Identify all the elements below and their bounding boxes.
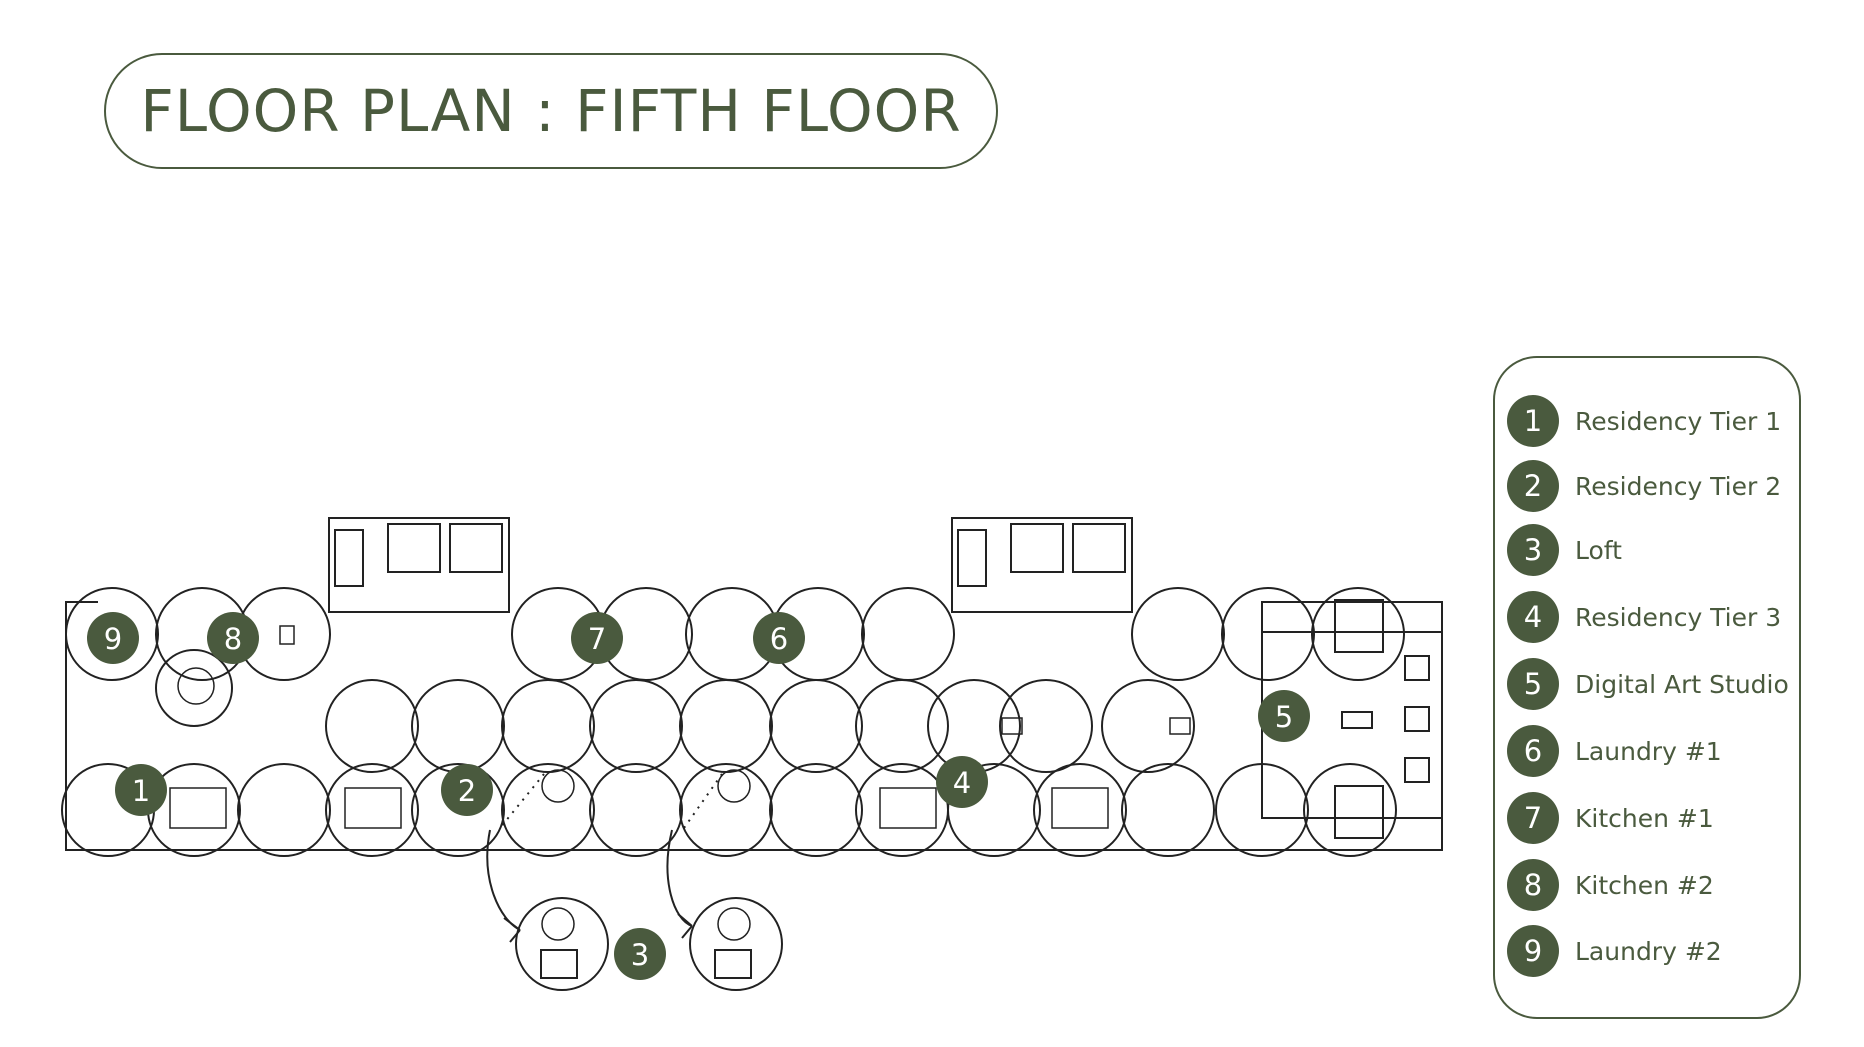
- map-marker-8: 8: [207, 612, 259, 664]
- legend-label: Kitchen #1: [1575, 803, 1714, 833]
- furniture: [169, 625, 1191, 941]
- legend-badge: 5: [1507, 658, 1559, 710]
- map-marker-7-label: 7: [588, 622, 606, 656]
- map-marker-8-label: 8: [224, 622, 242, 656]
- legend-badge: 9: [1507, 925, 1559, 977]
- legend-badge: 3: [1507, 524, 1559, 576]
- legend-label: Residency Tier 1: [1575, 406, 1782, 436]
- legend-label: Digital Art Studio: [1575, 669, 1789, 699]
- legend-badge: 6: [1507, 725, 1559, 777]
- legend-label: Laundry #1: [1575, 736, 1722, 766]
- map-marker-5-label: 5: [1275, 700, 1293, 734]
- loft-connectors: [486, 773, 723, 943]
- plan-walls: [65, 517, 1443, 851]
- legend-item: 4 Residency Tier 3: [1507, 590, 1781, 644]
- legend-item: 9 Laundry #2: [1507, 924, 1722, 978]
- legend-panel: 1 Residency Tier 1 2 Residency Tier 2 3 …: [1493, 356, 1801, 1019]
- legend-badge: 2: [1507, 460, 1559, 512]
- page-title: FLOOR PLAN : FIFTH FLOOR: [140, 77, 962, 145]
- map-marker-3-label: 3: [631, 938, 649, 972]
- legend-item: 2 Residency Tier 2: [1507, 459, 1781, 513]
- legend-item: 3 Loft: [1507, 523, 1622, 577]
- legend-label: Residency Tier 2: [1575, 471, 1782, 501]
- legend-badge: 4: [1507, 591, 1559, 643]
- map-marker-4-label: 4: [953, 766, 971, 800]
- map-marker-6: 6: [753, 612, 805, 664]
- loft-pods: [515, 897, 783, 991]
- legend-label: Laundry #2: [1575, 936, 1722, 966]
- legend-label: Loft: [1575, 535, 1622, 565]
- legend-badge: 8: [1507, 859, 1559, 911]
- map-marker-4: 4: [936, 756, 988, 808]
- map-marker-2-label: 2: [458, 774, 476, 808]
- middle-room-circles: [155, 649, 1195, 773]
- map-marker-3: 3: [614, 928, 666, 980]
- map-marker-6-label: 6: [770, 622, 788, 656]
- map-marker-5: 5: [1258, 690, 1310, 742]
- map-marker-7: 7: [571, 612, 623, 664]
- map-marker-1: 1: [115, 764, 167, 816]
- legend-item: 5 Digital Art Studio: [1507, 657, 1789, 711]
- legend-item: 1 Residency Tier 1: [1507, 394, 1781, 448]
- title-banner: FLOOR PLAN : FIFTH FLOOR: [104, 53, 998, 169]
- legend-item: 8 Kitchen #2: [1507, 858, 1714, 912]
- legend-item: 6 Laundry #1: [1507, 724, 1722, 778]
- upper-room-circles: [65, 587, 1405, 681]
- map-marker-9-label: 9: [104, 622, 122, 656]
- map-marker-9: 9: [87, 612, 139, 664]
- legend-label: Kitchen #2: [1575, 870, 1714, 900]
- legend-item: 7 Kitchen #1: [1507, 791, 1714, 845]
- legend-badge: 7: [1507, 792, 1559, 844]
- map-marker-2: 2: [441, 764, 493, 816]
- map-marker-1-label: 1: [132, 774, 150, 808]
- legend-badge: 1: [1507, 395, 1559, 447]
- legend-label: Residency Tier 3: [1575, 602, 1782, 632]
- lower-room-circles: [61, 763, 1397, 857]
